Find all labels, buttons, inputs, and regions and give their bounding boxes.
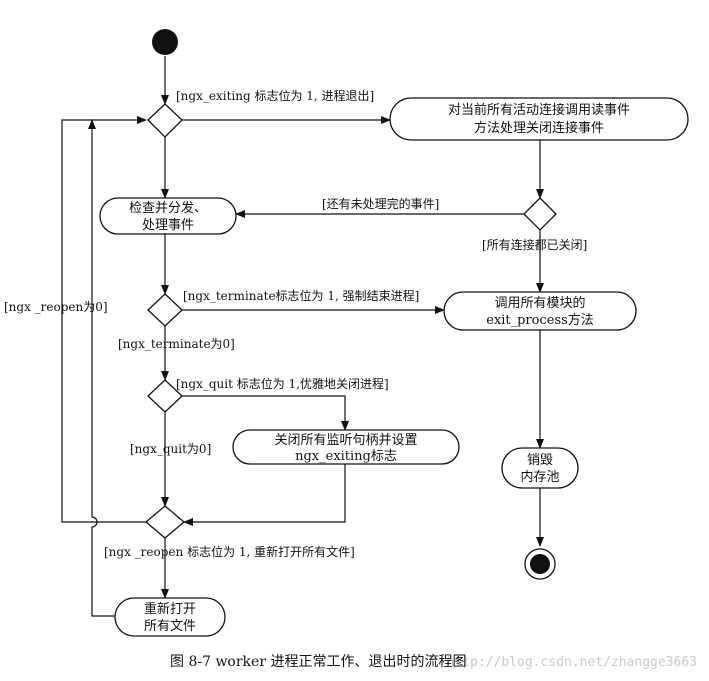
guard-terminate-0: [ngx_terminate为0] (118, 337, 235, 351)
action-reopen-files-line2: 所有文件 (144, 619, 196, 634)
edge-close-listen-to-d4 (183, 464, 346, 526)
action-close-events: 对当前所有活动连接调用读事件 方法处理关闭连接事件 (389, 97, 689, 141)
edges (61, 56, 544, 617)
guard-exiting-1: [ngx_exiting 标志位为 1, 进程退出] (176, 88, 374, 103)
action-close-events-line2: 方法处理关闭连接事件 (474, 120, 604, 136)
figure-caption: 图 8-7 worker 进程正常工作、退出时的流程图 (170, 654, 466, 670)
start-node (152, 29, 178, 55)
edge-reopen-files-loop-back (88, 119, 115, 617)
action-check-events-line1: 检查并分发、 (129, 200, 207, 216)
action-reopen-files-line1: 重新打开 (144, 601, 196, 617)
action-exit-process: 调用所有模块的 exit_process方法 (443, 291, 637, 331)
decision-terminate (147, 293, 183, 327)
guard-events-left: [还有未处理完的事件] (322, 196, 439, 211)
guard-quit-1: [ngx_quit 标志位为 1,优雅地关闭进程] (176, 376, 389, 391)
decision-quit (147, 379, 183, 413)
action-exit-process-line1: 调用所有模块的 (494, 295, 585, 311)
edge-d3-to-close-listen (182, 395, 349, 431)
guard-all-closed: [所有连接都已关闭] (482, 237, 587, 252)
action-check-events: 检查并分发、 处理事件 (99, 197, 237, 235)
action-check-events-line2: 处理事件 (142, 218, 194, 233)
action-destroy-pool-line2: 内存池 (520, 469, 559, 485)
decision-reopen (144, 505, 186, 539)
action-close-listen: 关闭所有监听句柄并设置 ngx_exiting标志 (232, 429, 460, 465)
end-node (524, 548, 556, 580)
watermark: http://blog.csdn.net/zhangge3663 (447, 655, 697, 670)
action-destroy-pool: 销毁 内存池 (501, 447, 579, 489)
action-close-events-line1: 对当前所有活动连接调用读事件 (448, 102, 630, 118)
action-destroy-pool-line1: 销毁 (527, 453, 553, 468)
action-close-listen-line1: 关闭所有监听句柄并设置 (274, 433, 417, 448)
guard-reopen-0: [ngx _reopen为0] (4, 300, 108, 314)
guard-quit-0: [ngx_quit为0] (130, 442, 211, 456)
guard-reopen-1: [ngx _reopen 标志位为 1, 重新打开所有文件] (104, 544, 355, 559)
guard-terminate-1: [ngx_terminate标志位为 1, 强制结束进程] (183, 288, 419, 303)
decision-events-left (523, 197, 557, 231)
edge-d4-loop-back-to-d1 (61, 116, 148, 523)
action-reopen-files: 重新打开 所有文件 (114, 597, 226, 637)
decision-exiting (147, 103, 183, 138)
action-close-listen-line2: ngx_exiting标志 (295, 449, 397, 464)
action-exit-process-line2: exit_process方法 (486, 312, 594, 328)
